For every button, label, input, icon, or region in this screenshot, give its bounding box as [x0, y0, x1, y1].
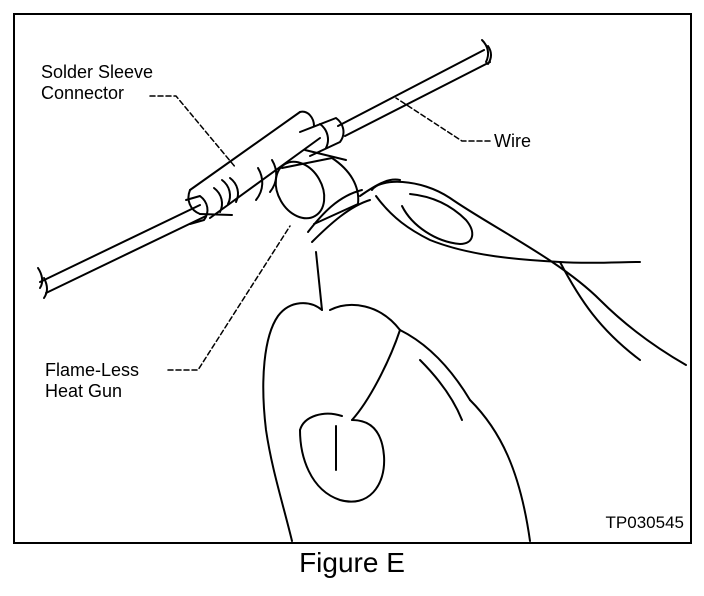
solder-sleeve-connector-label: Solder Sleeve Connector	[41, 62, 153, 104]
figure-caption: Figure E	[299, 547, 405, 578]
heat-gun-label-line2: Heat Gun	[45, 381, 123, 401]
heat-gun-label: Flame-Less Heat Gun	[45, 360, 139, 402]
leader-lines	[149, 95, 491, 371]
solder-sleeve-connector-drawing	[185, 110, 347, 225]
wire-label: Wire	[494, 131, 531, 151]
heat-gun-drawing	[274, 157, 401, 311]
heat-gun-label-line1: Flame-Less	[45, 360, 140, 380]
figure-frame	[13, 13, 692, 544]
solder-sleeve-label-line2: Connector	[41, 83, 125, 103]
solder-sleeve-label-line1: Solder Sleeve	[41, 62, 154, 82]
hand-drawing	[262, 180, 687, 542]
wire-drawing	[37, 39, 492, 299]
figure-code: TP030545	[605, 513, 684, 532]
